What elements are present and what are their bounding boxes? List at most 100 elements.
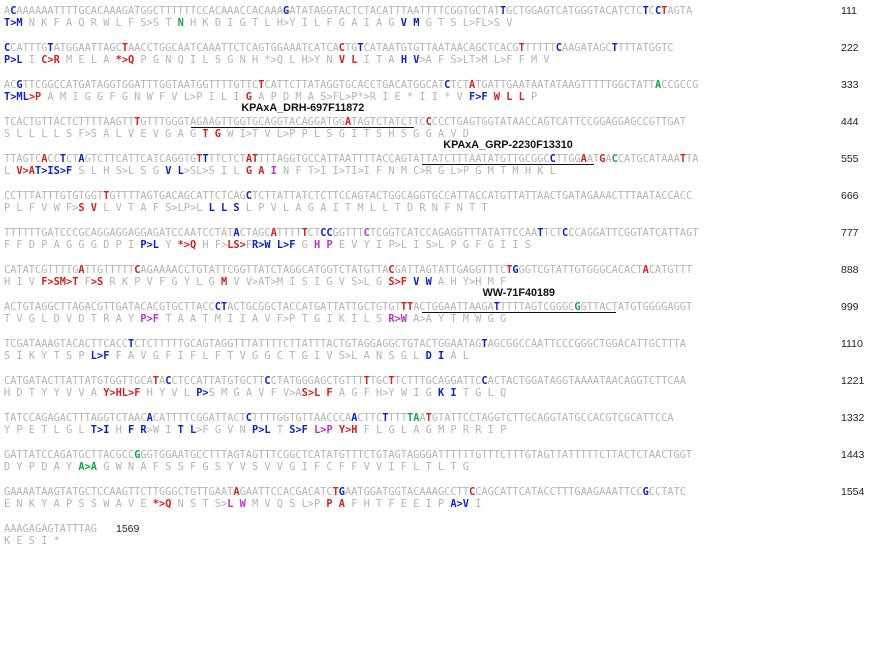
nucleotide-line: AAAGAGAGTATTTAG xyxy=(4,523,97,535)
highlighted-residue: A xyxy=(78,264,85,276)
highlighted-residue: T xyxy=(152,375,159,387)
highlighted-residue: T xyxy=(642,5,649,17)
highlighted-residue: V>A xyxy=(16,165,36,177)
highlighted-residue: H V xyxy=(400,54,420,66)
highlighted-residue: TA xyxy=(407,412,420,424)
position-number: 1443 xyxy=(841,449,865,461)
highlighted-residue: TT xyxy=(400,301,414,313)
highlighted-residue: T>M xyxy=(4,17,23,29)
highlighted-residue: C xyxy=(425,116,432,128)
translation-line: K E S I * xyxy=(4,535,60,547)
highlighted-residue: T xyxy=(537,227,544,239)
highlighted-residue: C xyxy=(562,227,569,239)
highlighted-residue: T xyxy=(202,153,209,165)
nucleotide-line: ACAAAAAATTTTGCACAAAGATGGCTTTTTTCCACAAACC… xyxy=(4,5,693,17)
highlighted-residue: C xyxy=(654,5,662,17)
highlighted-residue: T xyxy=(121,42,129,54)
highlighted-residue: C xyxy=(4,42,11,54)
highlighted-residue: *>Q xyxy=(177,239,197,251)
highlighted-residue: T xyxy=(134,116,141,128)
highlighted-residue: C xyxy=(388,264,395,276)
highlighted-residue: T>IS>F xyxy=(35,165,79,177)
highlighted-residue: >P xyxy=(28,91,48,103)
highlighted-residue: C xyxy=(555,42,562,54)
highlighted-residue: L L S xyxy=(202,202,246,214)
highlighted-residue: P>L xyxy=(252,424,271,436)
highlighted-residue: A xyxy=(233,486,240,498)
highlighted-residue: A xyxy=(351,412,358,424)
highlighted-residue: T xyxy=(332,486,339,498)
highlighted-residue: G xyxy=(512,264,519,276)
translation-line: T>M N K F A Q R W L F S>S T N H K D I G … xyxy=(4,17,513,29)
position-number: 1554 xyxy=(841,486,865,498)
highlighted-residue: T xyxy=(258,79,265,91)
highlighted-residue: P>F xyxy=(140,313,159,325)
highlighted-residue: G A xyxy=(239,165,265,177)
translation-line: P>L I C>R M E L A *>Q P G N Q I L S G N … xyxy=(4,54,550,66)
position-number: 444 xyxy=(841,116,859,128)
highlighted-residue: C xyxy=(245,190,252,202)
highlighted-residue: CC xyxy=(320,227,333,239)
highlighted-residue: T>I xyxy=(90,424,110,436)
highlighted-residue: S>L F xyxy=(301,387,339,399)
highlighted-residue: C xyxy=(245,412,252,424)
highlighted-residue: G xyxy=(338,486,345,498)
highlighted-residue: A>A xyxy=(78,461,98,473)
highlighted-residue: G xyxy=(642,486,649,498)
nucleotide-line: CCATTTGTATGGAATTAGCTAACCTGGCAATCAAATTCTC… xyxy=(4,42,674,54)
highlighted-residue: C xyxy=(468,486,476,498)
highlighted-residue: G xyxy=(282,5,290,17)
position-number: 1569 xyxy=(116,523,140,535)
highlighted-residue: A xyxy=(233,227,240,239)
translation-line: S L L L L S F>S A L V E V G A G T G W I>… xyxy=(4,128,469,140)
highlighted-residue: *>Q xyxy=(115,54,135,66)
highlighted-residue: V W xyxy=(413,276,432,288)
highlighted-residue: CT xyxy=(214,301,228,313)
highlighted-residue: A xyxy=(580,153,587,165)
translation-line: H I V F>SM>T F>S R K P V F G Y L G M V V… xyxy=(4,276,507,288)
highlighted-residue: C xyxy=(165,375,172,387)
nucleotide-line: GATTATCCAGATGCTTACGCCGGGTGGAATGCCTTTAGTA… xyxy=(4,449,693,461)
position-number: 666 xyxy=(841,190,859,202)
highlighted-residue: F>F xyxy=(462,91,488,103)
highlighted-residue: T xyxy=(425,412,432,424)
highlighted-residue: T xyxy=(59,153,67,165)
translation-line: H D T Y Y V V A Y>HL>F H Y V L P>S M G A… xyxy=(4,387,507,399)
highlighted-residue: C xyxy=(264,375,271,387)
primer-label: KPAxA_DRH-697F11872 xyxy=(241,102,365,114)
highlighted-residue: K I xyxy=(438,387,457,399)
highlighted-residue: C xyxy=(444,79,451,91)
highlighted-residue: T xyxy=(611,42,618,54)
highlighted-residue: H P xyxy=(314,239,333,251)
highlighted-residue: A xyxy=(78,153,85,165)
highlighted-residue: *>Q xyxy=(152,498,172,510)
highlighted-residue: L W xyxy=(227,498,246,510)
position-number: 1221 xyxy=(841,375,865,387)
nucleotide-line: TCGATAAAGTACACTTCACCTCTCTTTTTGCAGTAGGTTT… xyxy=(4,338,686,350)
highlighted-residue: S>F xyxy=(388,276,408,288)
highlighted-residue: G xyxy=(239,91,259,103)
highlighted-residue: L>F xyxy=(90,350,110,362)
highlighted-residue: L>P xyxy=(314,424,333,436)
nucleotide-line: ACTGTAGGCTTAGACGTTGATACACGTGCTTACCCTACTG… xyxy=(4,301,693,313)
highlighted-residue: G xyxy=(599,153,606,165)
position-number: 1110 xyxy=(841,338,863,350)
highlighted-residue: M xyxy=(214,276,234,288)
highlighted-residue: G xyxy=(134,449,141,461)
highlighted-residue: T xyxy=(481,338,488,350)
highlighted-residue: C xyxy=(611,153,618,165)
position-number: 222 xyxy=(841,42,859,54)
highlighted-residue: F>SM>T xyxy=(41,276,85,288)
highlighted-residue: G xyxy=(16,79,23,91)
highlighted-residue: P>L xyxy=(4,54,23,66)
translation-line: F F D P A G G G D P I P>L Y *>Q H F>LS>F… xyxy=(4,239,532,251)
highlighted-residue: T xyxy=(196,153,203,165)
highlighted-residue: T xyxy=(103,190,110,202)
highlighted-residue: Y>H xyxy=(338,424,358,436)
nucleotide-line: CATGATACTTATTATGTGGTTGCATACCTCCATTATGTGC… xyxy=(4,375,687,387)
highlighted-residue: T xyxy=(506,264,513,276)
position-number: 999 xyxy=(841,301,859,313)
nucleotide-line: TATCCAGAGACTTTAGGTCTAACACATTTTCGGATTACTC… xyxy=(4,412,674,424)
highlighted-residue: LS> xyxy=(227,239,246,251)
